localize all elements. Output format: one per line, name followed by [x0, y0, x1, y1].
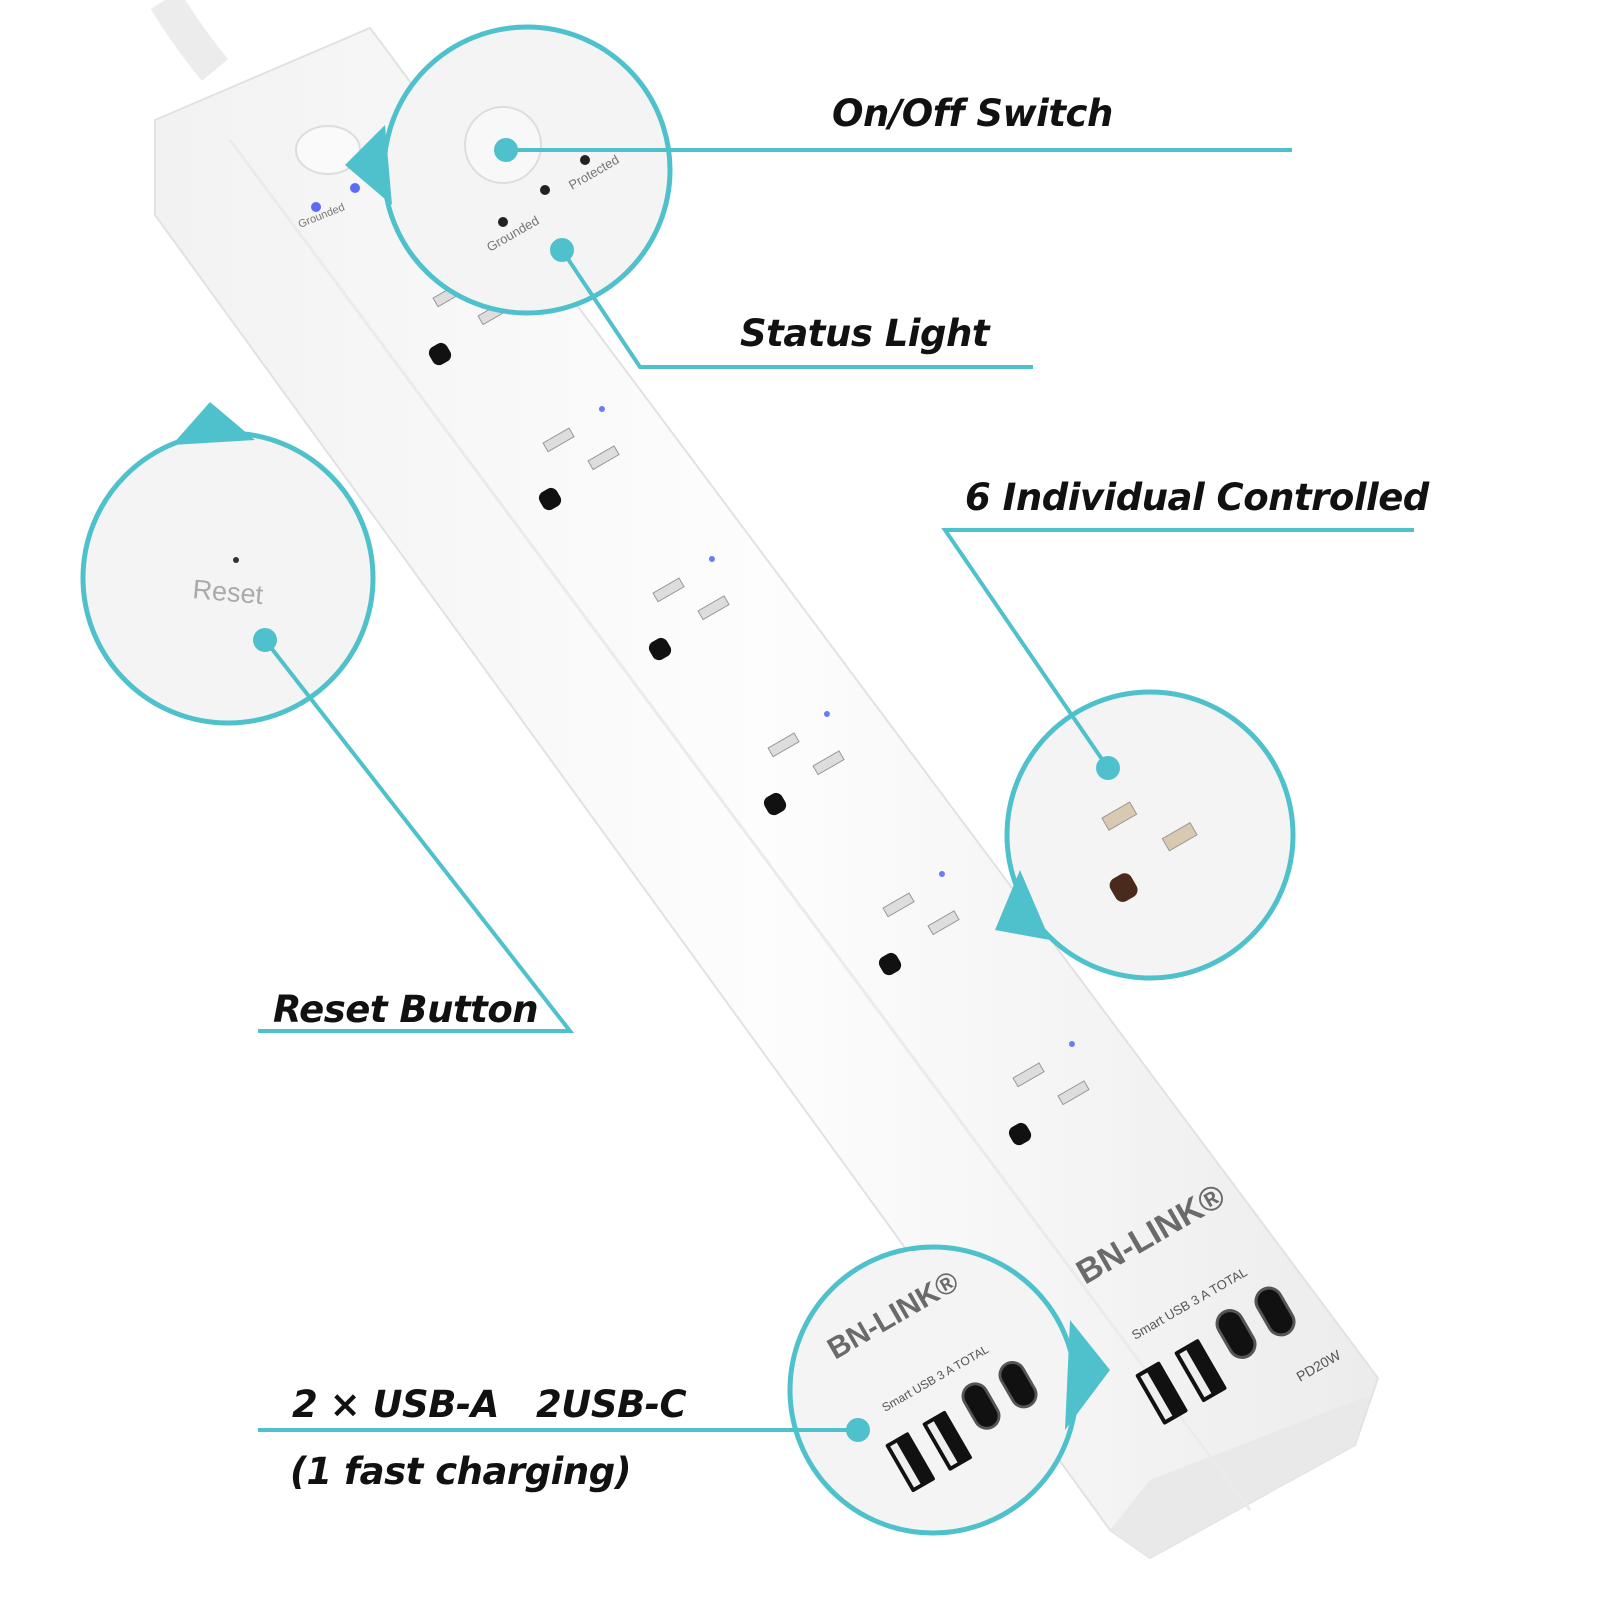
outlet-status-led [1068, 1041, 1075, 1048]
wifi-led [350, 183, 360, 193]
outlet-zoom-circle [1004, 689, 1296, 981]
outlet[interactable] [739, 710, 861, 818]
outlet[interactable] [624, 555, 746, 663]
outlet[interactable] [514, 405, 636, 513]
outlet-status-led [598, 406, 605, 413]
usb-c-port[interactable] [958, 1379, 1003, 1432]
outlets [428, 282, 1106, 1148]
power-cord [150, 0, 229, 81]
callout-pointers [172, 125, 1110, 1430]
reset-label: Reset [191, 574, 264, 610]
outlet[interactable] [854, 870, 976, 978]
outlet-status-led [938, 871, 945, 878]
usb-zoom-ports [885, 1358, 1040, 1493]
outlet-zoom [1101, 801, 1198, 902]
grounded-led [311, 202, 321, 212]
outlet-status-led [823, 711, 830, 718]
reset-button-label: Reset Button [273, 988, 539, 1031]
individual-controlled-label: 6 Individual Controlled [965, 476, 1429, 519]
leader-lines [258, 148, 1414, 1432]
usb-c-port[interactable] [1212, 1306, 1260, 1362]
status-light-label: Status Light [740, 312, 990, 355]
on-off-switch-label: On/Off Switch [832, 92, 1113, 135]
reset-pinhole [233, 557, 239, 563]
outlet-status-led [708, 556, 715, 563]
leader-dots [253, 138, 1120, 1442]
usb-c-port[interactable] [1251, 1283, 1299, 1339]
outlet[interactable] [984, 1040, 1106, 1148]
usb-c-port[interactable] [995, 1358, 1040, 1411]
fast-charging-label: (1 fast charging) [290, 1450, 632, 1493]
usb-ports-label: 2 × USB-A 2USB-C [292, 1383, 687, 1426]
usb-ports [1135, 1283, 1299, 1425]
